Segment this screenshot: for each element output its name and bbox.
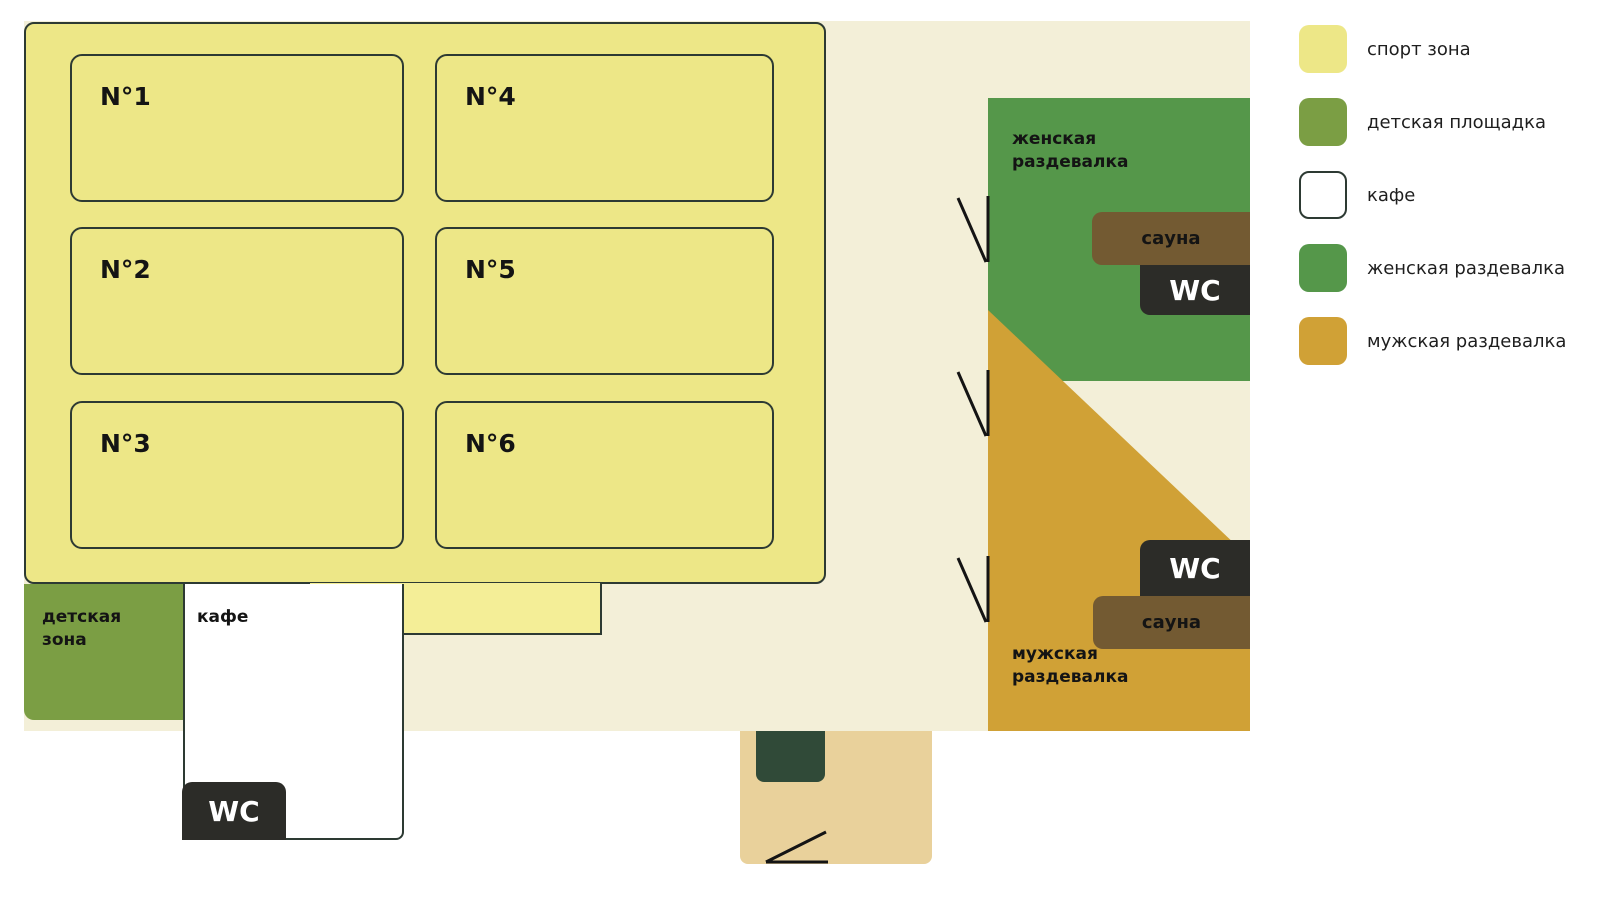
women-sauna[interactable]: сауна	[1092, 212, 1250, 265]
men-locker-label: мужская раздевалка	[1012, 644, 1129, 687]
court-2-label: N°2	[100, 255, 151, 284]
women-locker-label: женская раздевалка	[1012, 129, 1129, 172]
court-6-label: N°6	[465, 429, 516, 458]
legend-item-men-locker: мужская раздевалка	[1299, 316, 1589, 366]
court-2[interactable]: N°2	[70, 227, 404, 375]
court-5-label: N°5	[465, 255, 516, 284]
legend-swatch-kids-area	[1299, 98, 1347, 146]
legend-swatch-men-locker	[1299, 317, 1347, 365]
men-door-icon	[956, 556, 990, 623]
court-1[interactable]: N°1	[70, 54, 404, 202]
kids-zone-label: детская зона	[42, 607, 122, 650]
court-4-label: N°4	[465, 82, 516, 111]
entrance-door-icon	[765, 830, 828, 864]
court-3[interactable]: N°3	[70, 401, 404, 549]
legend-swatch-women-locker	[1299, 244, 1347, 292]
cafe-wc[interactable]: WC	[182, 782, 286, 840]
women-door-icon	[956, 196, 990, 263]
legend-label-kids-area: детская площадка	[1367, 111, 1546, 133]
legend-label-sport-zone: спорт зона	[1367, 38, 1471, 60]
legend-label-cafe: кафе	[1367, 184, 1416, 206]
legend-item-sport-zone: спорт зона	[1299, 24, 1589, 74]
men-sauna-label: сауна	[1141, 612, 1202, 633]
court-3-label: N°3	[100, 429, 151, 458]
court-1-label: N°1	[100, 82, 151, 111]
legend-swatch-cafe	[1299, 171, 1347, 219]
cafe-wc-label: WC	[208, 794, 260, 828]
legend-swatch-sport-zone	[1299, 25, 1347, 73]
cafe-label: кафе	[197, 607, 249, 627]
kids-zone[interactable]: детская зона	[24, 584, 184, 720]
women-wc[interactable]: WC	[1140, 265, 1250, 315]
lobby-block	[756, 731, 825, 782]
women-sauna-label: сауна	[1141, 228, 1201, 249]
legend-item-cafe: кафе	[1299, 170, 1589, 220]
legend-label-women-locker: женская раздевалка	[1367, 257, 1565, 279]
legend-item-women-locker: женская раздевалка	[1299, 243, 1589, 293]
legend-item-kids-area: детская площадка	[1299, 97, 1589, 147]
court-5[interactable]: N°5	[435, 227, 774, 375]
legend-label-men-locker: мужская раздевалка	[1367, 330, 1567, 352]
court-6[interactable]: N°6	[435, 401, 774, 549]
men-sauna[interactable]: сауна	[1093, 596, 1250, 649]
men-wc-label: WC	[1169, 551, 1221, 585]
court-4[interactable]: N°4	[435, 54, 774, 202]
men-wc[interactable]: WC	[1140, 540, 1250, 596]
women-wc-label: WC	[1169, 273, 1221, 307]
locker-door-icon	[956, 370, 990, 437]
